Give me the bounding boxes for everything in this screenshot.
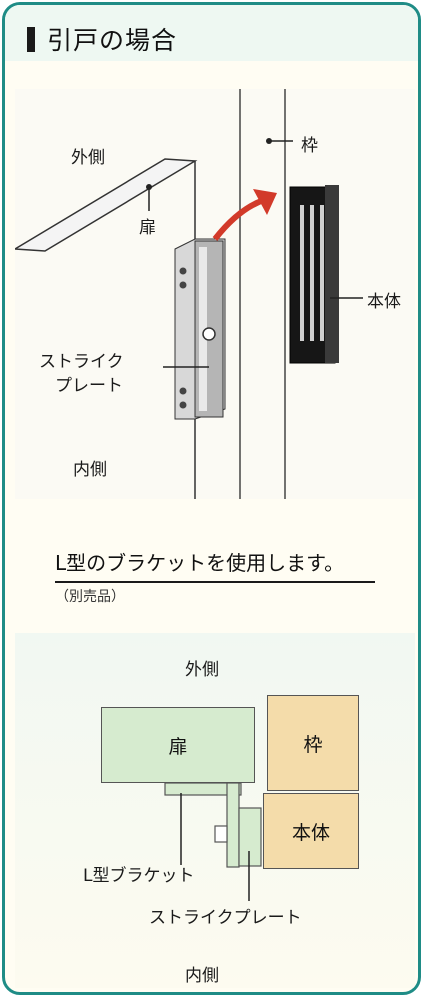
bracket-horizontal bbox=[164, 782, 242, 796]
diagram-frame-box: 枠 bbox=[267, 695, 359, 791]
top-view-diagram: 外側 扉 枠 本体 L型ブラケット ストライクプレート 内側 bbox=[15, 633, 415, 988]
bracket-vertical bbox=[226, 782, 240, 868]
body-label: 本体 bbox=[367, 292, 401, 312]
installation-illustration: 外側 枠 扉 本体 ストライク プレート 内側 bbox=[15, 89, 415, 499]
strike-label-line2: プレート bbox=[55, 376, 123, 396]
bolt-block bbox=[214, 825, 228, 843]
frame-label: 枠 bbox=[301, 136, 318, 156]
strike-plate-label: ストライクプレート bbox=[149, 908, 302, 928]
diagram-outside-label: 外側 bbox=[185, 660, 219, 680]
diagram-body-label: 本体 bbox=[291, 821, 330, 844]
strike-label-line1: ストライク bbox=[39, 352, 124, 372]
caption-main: L型のブラケットを使用します。 bbox=[55, 551, 345, 575]
bracket-label: L型ブラケット bbox=[83, 866, 195, 886]
diagram-door-label: 扉 bbox=[168, 735, 188, 758]
caption-sub: （別売品） bbox=[55, 589, 125, 605]
arrow-shape bbox=[212, 196, 268, 241]
panel-header: 引戸の場合 bbox=[5, 5, 418, 61]
diagram-door-box: 扉 bbox=[101, 707, 255, 783]
caption-underline bbox=[55, 581, 375, 583]
door-label: 扉 bbox=[139, 218, 156, 238]
strike-plate-block bbox=[238, 807, 262, 867]
inside-label: 内側 bbox=[73, 460, 107, 480]
diagram-frame-label: 枠 bbox=[303, 733, 323, 756]
panel-title: 引戸の場合 bbox=[47, 26, 178, 55]
outside-label: 外側 bbox=[71, 148, 105, 168]
diagram-inside-label: 内側 bbox=[185, 966, 219, 986]
illustration-drawing bbox=[15, 89, 363, 499]
door-top-edge bbox=[15, 158, 198, 252]
header-marker bbox=[27, 27, 35, 52]
diagram-lines bbox=[164, 782, 262, 901]
diagram-body-box: 本体 bbox=[263, 793, 359, 869]
